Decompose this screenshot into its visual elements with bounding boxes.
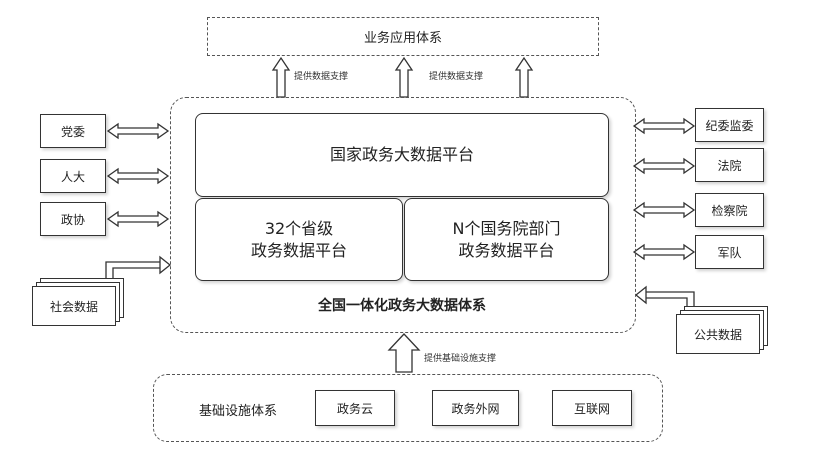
- gov-cloud-label: 政务云: [336, 401, 373, 416]
- military-box: 军队: [695, 235, 764, 269]
- procuratorate-box: 检察院: [695, 193, 764, 227]
- up-arrow-right: [514, 56, 534, 98]
- infrastructure-system: [153, 374, 663, 442]
- support-label-1: 提供数据支撑: [294, 72, 349, 82]
- gov-extranet-label: 政务外网: [451, 401, 500, 416]
- gov-extranet-box: 政务外网: [432, 390, 519, 426]
- internet-box: 互联网: [552, 390, 632, 426]
- double-arrow-left-2: [106, 167, 170, 185]
- double-arrow-right-1: [632, 117, 696, 135]
- double-arrow-right-2: [632, 157, 696, 175]
- npc-box: 人大: [40, 159, 106, 193]
- up-arrow-middle: [394, 56, 414, 98]
- ministries-platform-box: N个国务院部门 政务数据平台: [404, 198, 609, 281]
- provincial-platform-box: 32个省级 政务数据平台: [195, 198, 403, 281]
- bent-arrow-social: [105, 261, 160, 279]
- court-box: 法院: [695, 148, 764, 182]
- national-platform-box: 国家政务大数据平台: [195, 113, 609, 197]
- support-label-2: 提供数据支撑: [429, 72, 484, 82]
- provincial-line1: 32个省级: [264, 218, 334, 238]
- npc-label: 人大: [60, 169, 85, 184]
- up-arrow-left: [271, 56, 291, 98]
- double-arrow-right-3: [632, 201, 696, 219]
- national-platform-label: 国家政务大数据平台: [329, 145, 474, 164]
- double-arrow-right-4: [632, 243, 696, 261]
- national-big-data-system: [170, 97, 636, 333]
- gov-cloud-box: 政务云: [315, 390, 395, 426]
- court-label: 法院: [717, 158, 742, 173]
- discipline-inspection-box: 纪委监委: [695, 108, 764, 142]
- ministries-line2: 政务数据平台: [458, 240, 555, 260]
- provincial-line2: 政务数据平台: [250, 240, 347, 260]
- social-data-label: 社会数据: [49, 299, 98, 314]
- internet-label: 互联网: [573, 401, 610, 416]
- infrastructure-label: 基础设施体系: [199, 404, 278, 419]
- cppcc-label: 政协: [60, 212, 85, 227]
- up-arrow-infrastructure: [387, 333, 421, 373]
- double-arrow-left-3: [106, 210, 170, 228]
- ministries-line1: N个国务院部门: [452, 218, 561, 238]
- social-data-doc: 社会数据: [32, 286, 116, 326]
- military-label: 军队: [717, 245, 742, 260]
- system-title: 全国一体化政务大数据体系: [318, 298, 486, 314]
- cppcc-box: 政协: [40, 202, 106, 236]
- public-data-doc: 公共数据: [676, 314, 760, 354]
- business-application-system: 业务应用体系: [207, 17, 599, 56]
- bent-arrow-public: [646, 291, 695, 306]
- procuratorate-label: 检察院: [711, 203, 748, 218]
- party-committee-box: 党委: [40, 114, 106, 148]
- discipline-inspection-label: 纪委监委: [705, 118, 754, 133]
- business-application-label: 业务应用体系: [363, 31, 442, 46]
- infrastructure-support-label: 提供基础设施支撑: [424, 354, 497, 364]
- public-data-label: 公共数据: [693, 327, 742, 342]
- double-arrow-left-1: [106, 122, 170, 140]
- party-committee-label: 党委: [60, 124, 85, 139]
